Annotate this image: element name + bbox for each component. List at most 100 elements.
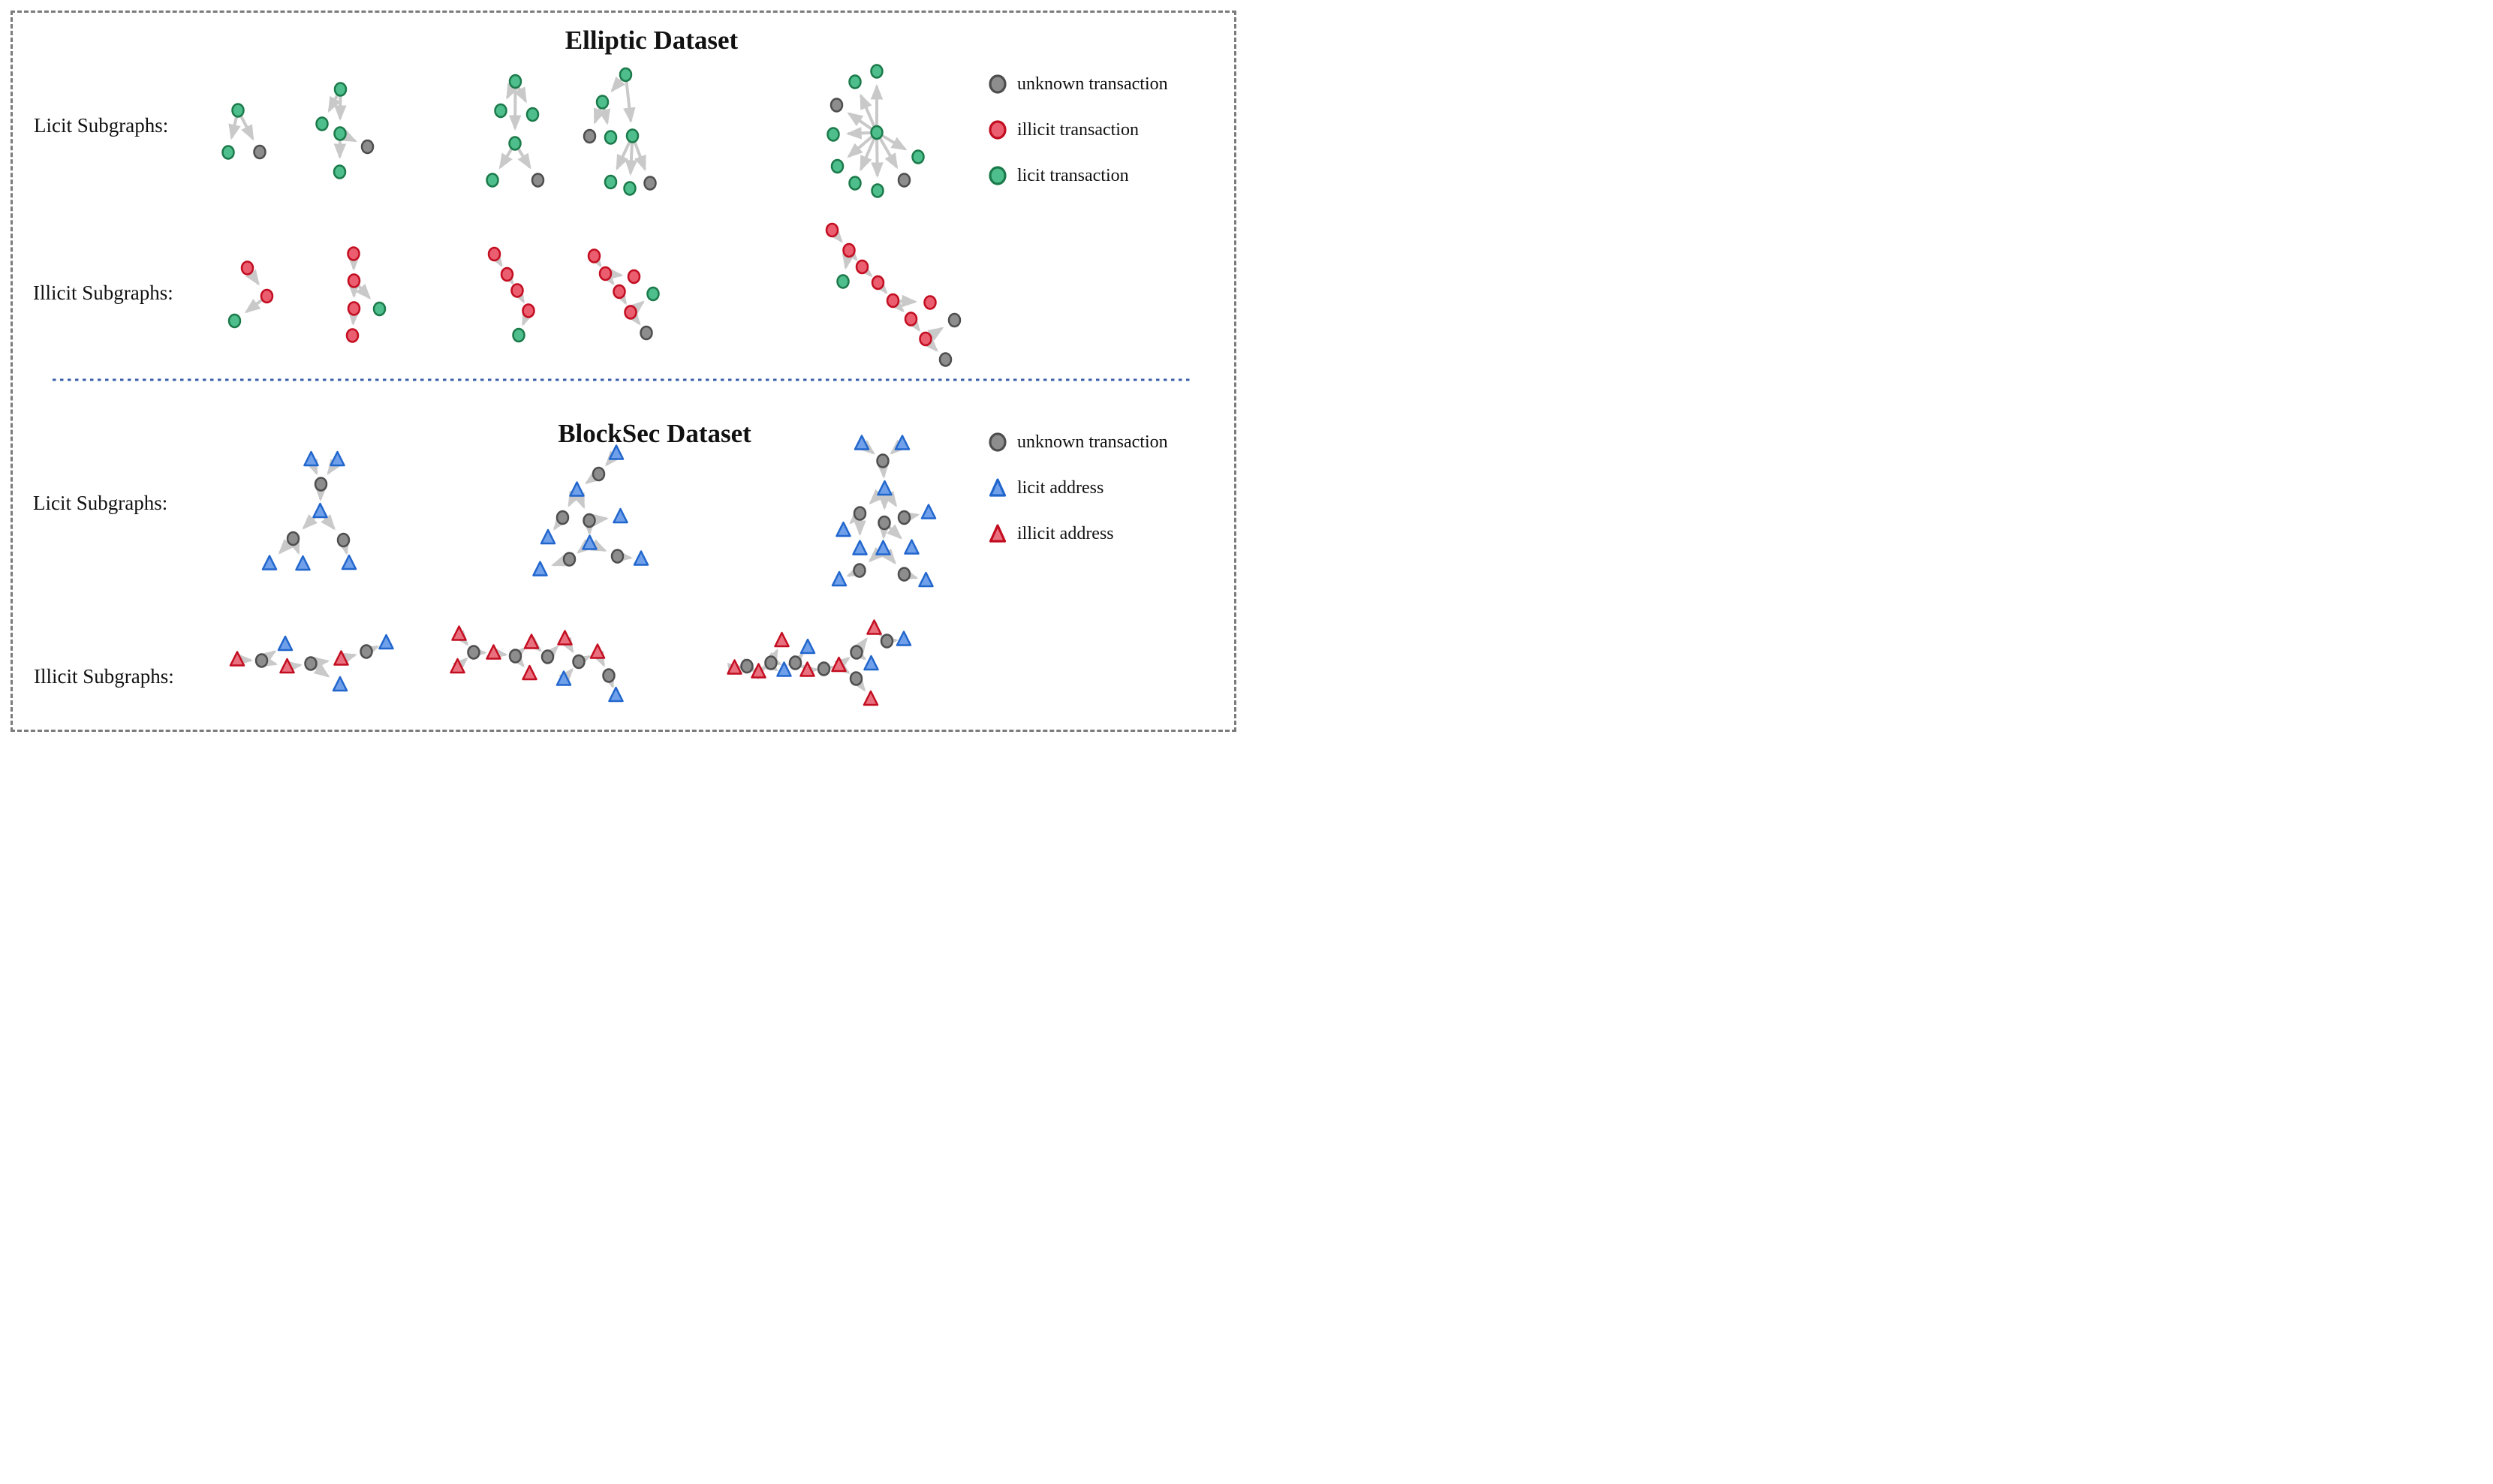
unknown-transaction-node xyxy=(556,510,570,525)
edge-arrow xyxy=(356,283,372,300)
edge-arrow xyxy=(278,538,294,555)
unknown-transaction-node xyxy=(360,139,375,155)
elliptic-licit-subgraph-5 xyxy=(826,64,925,198)
edge-arrow xyxy=(491,646,508,660)
edge-arrow xyxy=(845,127,871,140)
unknown-transaction-node xyxy=(592,466,606,482)
licit-transaction-node xyxy=(508,136,522,151)
illicit-address-node xyxy=(523,634,540,649)
figure-dashed-border xyxy=(11,11,1236,732)
licit-address-node xyxy=(863,655,879,671)
legend-row: unknown transaction xyxy=(988,430,1168,454)
unknown-transaction-node xyxy=(643,176,657,191)
licit-transaction-node xyxy=(604,174,618,190)
licit-address-node xyxy=(854,435,870,450)
licit-transaction-node xyxy=(625,128,640,143)
unknown-transaction-node xyxy=(640,325,653,341)
elliptic-illicit-subgraph-2 xyxy=(345,246,387,343)
licit-address-node xyxy=(613,507,628,524)
licit-transaction-icon xyxy=(989,166,1007,185)
edge-arrow xyxy=(573,492,586,510)
licit-address-node xyxy=(877,480,893,496)
licit-transaction-node xyxy=(836,274,850,289)
licit-transaction-node xyxy=(870,125,884,140)
licit-address-node xyxy=(341,554,357,570)
illicit-address-node xyxy=(751,663,766,679)
unknown-transaction-node xyxy=(788,655,802,670)
unknown-transaction-node xyxy=(583,128,597,144)
edge-arrow xyxy=(505,83,519,100)
unknown-transaction-node xyxy=(314,477,328,492)
edge-arrow xyxy=(245,269,260,286)
licit-address-node xyxy=(540,528,556,545)
edge-arrow xyxy=(860,137,876,172)
illicit-address-node xyxy=(279,658,295,674)
illicit-transaction-node xyxy=(510,283,524,298)
illicit-transaction-node xyxy=(842,242,856,258)
legend-label: licit address xyxy=(1017,477,1104,498)
unknown-transaction-node xyxy=(610,549,625,564)
edge-arrow xyxy=(853,637,868,654)
illicit-transaction-node xyxy=(347,301,361,316)
illicit-address-node xyxy=(831,656,847,673)
illicit-address-node xyxy=(451,625,467,641)
illicit-transaction-node xyxy=(613,284,626,300)
legend-label: unknown transaction xyxy=(1017,432,1168,452)
subgraph-canvas xyxy=(53,64,1194,706)
blocksec-illicit-subgraph-1 xyxy=(229,634,394,692)
unknown-transaction-icon xyxy=(989,74,1007,94)
unknown-transaction-node xyxy=(849,671,863,686)
illicit-transaction-node xyxy=(240,260,254,275)
edge-arrow xyxy=(633,141,646,172)
licit-transaction-node xyxy=(333,164,347,179)
unknown-transaction-node xyxy=(508,649,522,664)
edge-arrow xyxy=(842,253,855,270)
edge-arrow xyxy=(590,539,607,552)
edge-arrow xyxy=(327,95,342,113)
unknown-transaction-node xyxy=(897,173,911,188)
edge-arrow xyxy=(452,657,468,673)
unknown-transaction-node xyxy=(829,98,844,113)
edge-arrow xyxy=(881,134,908,151)
blocksec-panel-title: BlockSec Dataset xyxy=(558,419,751,448)
licit-transaction-node xyxy=(333,82,348,97)
licit-transaction-node xyxy=(231,103,245,118)
edge-arrow xyxy=(260,650,277,665)
licit-address-node xyxy=(532,561,548,576)
unknown-transaction-node xyxy=(740,658,754,674)
elliptic-legend: unknown transaction illicit transaction … xyxy=(988,72,1168,209)
edge-arrow xyxy=(607,267,624,281)
illicit-transaction-node xyxy=(522,303,535,318)
elliptic-illicit-row-label: Illicit Subgraphs: xyxy=(33,281,173,304)
edge-arrow xyxy=(593,107,606,125)
licit-transaction-node xyxy=(333,126,347,141)
illicit-transaction-node xyxy=(347,273,361,288)
illicit-transaction-icon xyxy=(989,120,1007,140)
licit-transaction-node xyxy=(871,183,884,198)
licit-transaction-node xyxy=(619,67,633,83)
edge-arrow xyxy=(228,116,241,140)
edge-arrow xyxy=(623,81,636,124)
unknown-transaction-node xyxy=(876,453,890,468)
illicit-transaction-node xyxy=(587,248,601,263)
elliptic-illicit-subgraph-1 xyxy=(227,260,274,329)
edge-arrow xyxy=(340,129,357,143)
edge-arrow xyxy=(286,661,303,673)
edge-arrow xyxy=(878,137,899,170)
illicit-transaction-node xyxy=(919,331,932,347)
licit-address-node xyxy=(277,635,294,652)
edge-arrow xyxy=(302,513,318,530)
unknown-transaction-node xyxy=(360,644,373,659)
unknown-transaction-node xyxy=(947,312,962,328)
legend-label: illicit transaction xyxy=(1017,119,1139,140)
edge-arrow xyxy=(616,141,631,171)
blocksec-licit-subgraph-2 xyxy=(532,444,649,576)
blocksec-licit-subgraph-1 xyxy=(261,450,357,571)
edge-arrow xyxy=(559,667,574,684)
unknown-transaction-node xyxy=(531,173,545,188)
unknown-transaction-node xyxy=(850,645,863,660)
edge-arrow xyxy=(568,490,581,507)
licit-transaction-node xyxy=(848,176,862,191)
unknown-transaction-node xyxy=(253,144,266,160)
unknown-transaction-node xyxy=(817,661,831,676)
